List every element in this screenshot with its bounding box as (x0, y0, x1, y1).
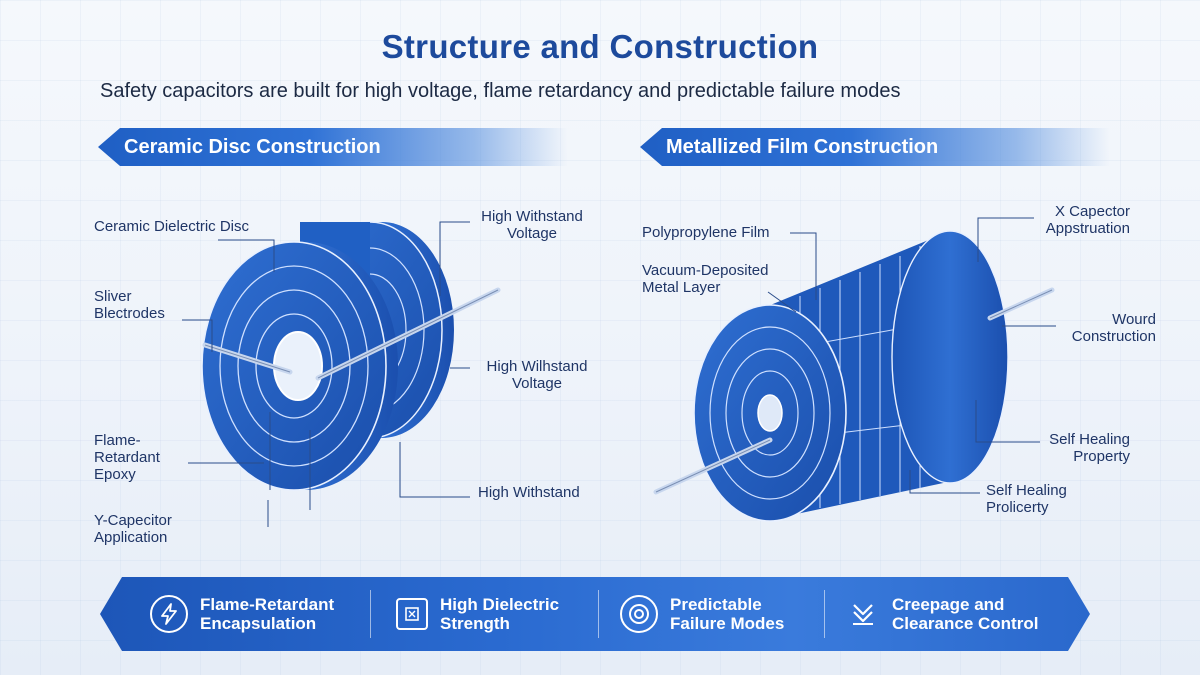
features-bar (100, 577, 1090, 651)
chevrons-down-icon (846, 597, 880, 631)
feature-divider-3 (824, 590, 825, 638)
feature-flame-retardant-label: Flame-Retardant Encapsulation (200, 595, 335, 633)
target-icon (620, 595, 658, 633)
label-high-withstand-voltage-1: High Withstand Voltage (481, 208, 583, 242)
feature-dielectric-strength-label: High Dielectric Strength (440, 595, 560, 633)
ceramic-disc-illustration (201, 221, 501, 491)
label-x-capacitor: X Capector Appstruation (1045, 203, 1130, 237)
lightning-icon (150, 595, 188, 633)
film-back-cap (891, 230, 1009, 484)
feature-dielectric-strength: High Dielectric Strength (396, 577, 596, 651)
page-subtitle: Safety capacitors are built for high vol… (100, 80, 901, 102)
film-section-title: Metallized Film Construction (666, 135, 939, 158)
label-high-withstand-voltage-2: High Wilhstand Voltage (486, 358, 588, 392)
chip-icon (396, 598, 428, 630)
label-ceramic-dielectric: Ceramic Dielectric Disc (94, 218, 250, 235)
film-front-cap (693, 304, 847, 522)
ceramic-leader-lines (182, 221, 470, 527)
label-wound-construction: Wourd Construction (1071, 311, 1156, 345)
feature-flame-retardant: Flame-Retardant Encapsulation (150, 577, 370, 651)
film-section-banner: Metallized Film Construction (640, 128, 1110, 166)
feature-creepage-clearance-label: Creepage and Clearance Control (892, 595, 1039, 633)
label-polypropylene-film: Polypropylene Film (642, 224, 770, 241)
label-self-healing-1: Self Healing Property (1049, 431, 1130, 465)
label-silver-electrodes: Sliver Blectrodes (94, 288, 165, 322)
label-self-healing-2: Self Healing Prolicerty (986, 482, 1067, 516)
feature-divider-2 (598, 590, 599, 638)
label-y-capacitor-application: Y-Capecitor Application (94, 512, 172, 546)
feature-divider-1 (370, 590, 371, 638)
feature-failure-modes: Predictable Failure Modes (620, 577, 820, 651)
film-leader-lines (767, 217, 1056, 494)
label-vacuum-deposited-metal: Vacuum-Deposited Metal Layer (642, 262, 769, 296)
film-capacitor-illustration (653, 230, 1055, 522)
feature-failure-modes-label: Predictable Failure Modes (670, 595, 785, 633)
ceramic-front-disc (201, 241, 398, 491)
label-flame-retardant-epoxy: Flame- Retardant Epoxy (94, 432, 160, 483)
label-high-withstand-3: High Withstand (478, 484, 580, 501)
ceramic-section-banner: Ceramic Disc Construction (98, 128, 568, 166)
ceramic-section-title: Ceramic Disc Construction (124, 135, 381, 158)
page-title: Structure and Construction (381, 28, 819, 65)
feature-creepage-clearance: Creepage and Clearance Control (846, 577, 1066, 651)
